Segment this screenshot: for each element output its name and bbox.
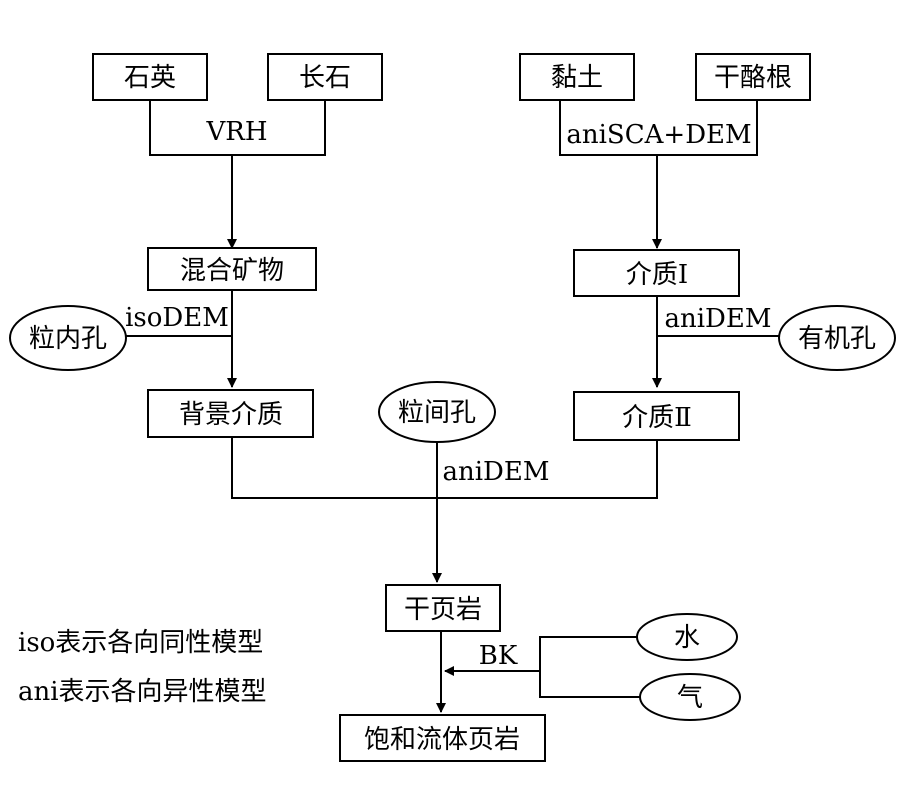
node-background-medium: 背景介质 — [147, 389, 314, 438]
bk-connector — [539, 636, 640, 698]
node-medium-1: 介质Ⅰ — [573, 249, 740, 297]
node-clay: 黏土 — [519, 53, 635, 101]
node-intergranular-pore-label: 粒间孔 — [398, 398, 476, 428]
node-kerogen-label: 干酪根 — [714, 63, 792, 93]
legend: iso表示各向同性模型 ani表示各向异性模型 — [18, 628, 267, 707]
legend-iso: iso表示各向同性模型 — [18, 628, 263, 658]
vrh-label: VRH — [205, 117, 267, 147]
node-kerogen: 干酪根 — [695, 53, 811, 101]
node-medium-1-label: 介质Ⅰ — [626, 260, 688, 290]
iso-dem-label: isoDEM — [125, 303, 229, 333]
node-dry-shale-label: 干页岩 — [404, 595, 482, 625]
node-saturated-shale: 饱和流体页岩 — [339, 714, 546, 762]
vrh-connector — [149, 100, 326, 156]
anidem-connector — [231, 437, 658, 499]
connectors — [126, 100, 780, 713]
node-quartz-label: 石英 — [124, 63, 176, 93]
node-gas: 气 — [639, 673, 741, 721]
bk-label: BK — [479, 641, 518, 671]
node-intragranular-pore: 粒内孔 — [9, 305, 127, 371]
ani-dem-label-2: aniDEM — [442, 457, 549, 487]
legend-ani: ani表示各向异性模型 — [18, 677, 267, 707]
node-clay-label: 黏土 — [551, 63, 603, 93]
node-water-label: 水 — [674, 623, 700, 653]
node-mixed-minerals-label: 混合矿物 — [180, 256, 284, 286]
node-intergranular-pore: 粒间孔 — [378, 381, 496, 443]
node-intragranular-pore-label: 粒内孔 — [29, 324, 107, 354]
node-quartz: 石英 — [92, 53, 208, 101]
ani-dem-label-1: aniDEM — [664, 304, 771, 334]
edge-labels: VRH aniSCA+DEM isoDEM aniDEM aniDEM BK — [125, 117, 771, 671]
node-water: 水 — [636, 613, 738, 661]
node-feldspar: 长石 — [267, 53, 383, 101]
node-feldspar-label: 长石 — [299, 63, 351, 93]
node-background-medium-label: 背景介质 — [179, 400, 283, 430]
node-organic-pore: 有机孔 — [778, 305, 896, 371]
node-saturated-shale-label: 饱和流体页岩 — [364, 725, 520, 755]
node-medium-2: 介质Ⅱ — [573, 391, 740, 441]
node-gas-label: 气 — [677, 683, 703, 713]
anisca-connector — [559, 100, 758, 156]
anisca-dem-label: aniSCA+DEM — [566, 120, 751, 150]
node-medium-2-label: 介质Ⅱ — [622, 403, 692, 433]
node-mixed-minerals: 混合矿物 — [147, 247, 317, 291]
node-organic-pore-label: 有机孔 — [798, 324, 876, 354]
node-dry-shale: 干页岩 — [385, 584, 501, 632]
